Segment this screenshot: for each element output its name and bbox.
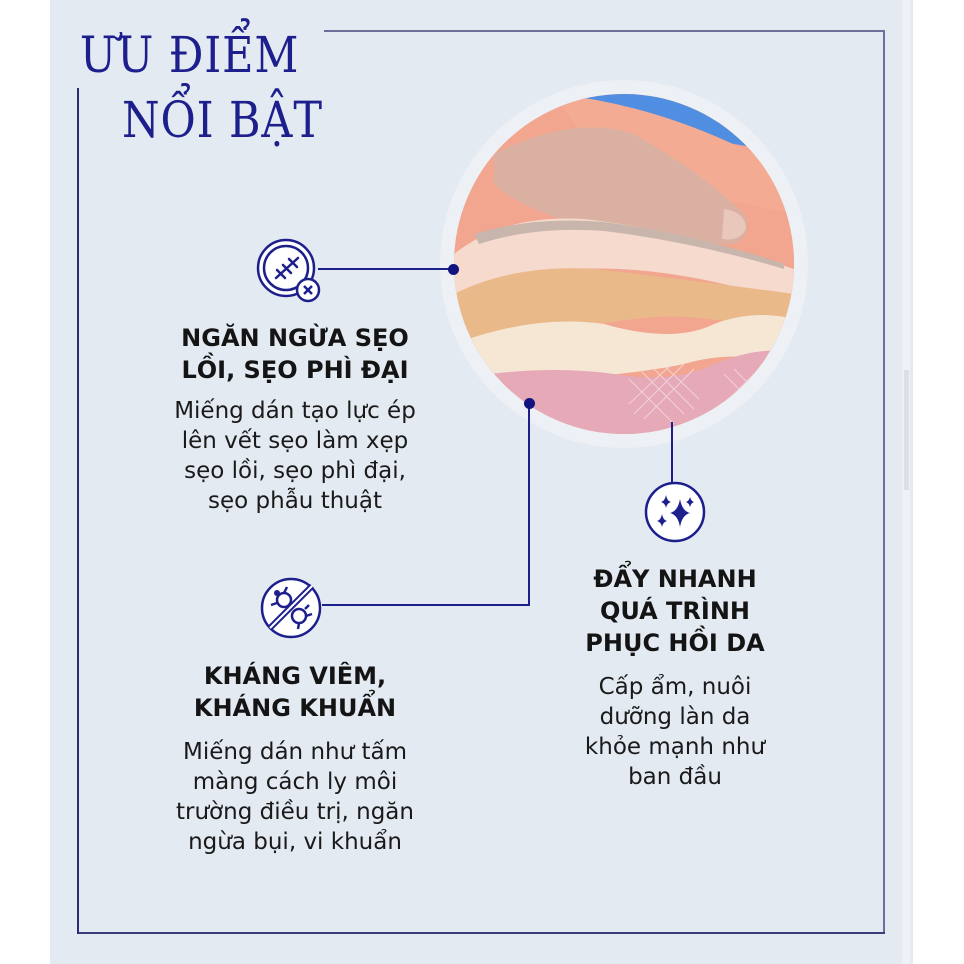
connector-line-1 [318, 268, 453, 270]
connector-line-2-vertical [528, 404, 530, 606]
feature-3-heading: ĐẨY NHANH QUÁ TRÌNH PHỤC HỒI DA [585, 565, 765, 657]
scar-stitch-icon [256, 238, 322, 304]
skin-layers-image [454, 94, 794, 434]
edge-shadow [904, 370, 909, 490]
frame-border-bottom [77, 932, 885, 934]
feature-3-description: Cấp ẩm, nuôi dưỡng làn da khỏe mạnh như … [584, 674, 766, 790]
connector-dot-1 [448, 264, 459, 275]
feature-2-description: Miếng dán như tấm màng cách ly môi trườn… [176, 739, 414, 855]
feature-2-heading: KHÁNG VIÊM, KHÁNG KHUẨN [193, 662, 397, 722]
frame-border-left [77, 88, 79, 934]
feature-1-heading: NGĂN NGỪA SẸO LỒI, SẸO PHÌ ĐẠI [181, 324, 409, 384]
scar-patch-illustration [454, 94, 794, 434]
feature-1-description: Miếng dán tạo lực ép lên vết sẹo làm xẹp… [174, 398, 416, 514]
connector-line-2-horizontal [322, 604, 530, 606]
frame-border-right [883, 30, 885, 934]
sparkles-icon [644, 481, 706, 543]
no-virus-icon [260, 576, 324, 640]
frame-border-top [324, 30, 885, 32]
page-title-line-1: ƯU ĐIỂM [80, 26, 300, 84]
page-title-line-2: NỔI BẬT [122, 91, 323, 149]
connector-line-3 [671, 422, 673, 484]
connector-dot-2 [524, 398, 535, 409]
